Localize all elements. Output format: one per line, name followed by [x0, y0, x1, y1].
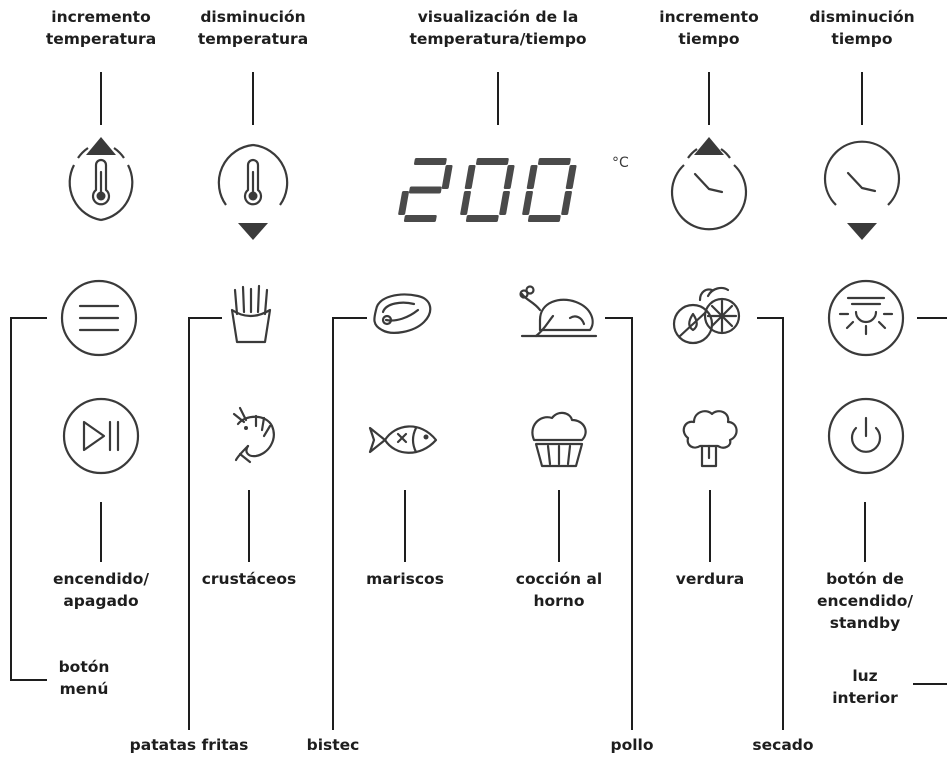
light-icon [838, 296, 894, 336]
display-segment [565, 165, 577, 189]
arrow-up-icon [694, 137, 724, 155]
label-display: visualización de la temperatura/tiempo [409, 8, 587, 48]
temperature-down-button[interactable] [217, 143, 289, 240]
fries-icon [230, 284, 272, 344]
callout-lines [10, 72, 947, 730]
broccoli-icon [682, 410, 738, 468]
display-segment [522, 191, 533, 215]
clock-icon [846, 171, 877, 193]
power-icon [850, 416, 882, 453]
display-segment [527, 215, 561, 222]
display-segment [465, 215, 499, 222]
callout-line-fries [188, 317, 222, 730]
display-segment [526, 165, 538, 189]
muffin-icon [531, 411, 587, 468]
label-fish: mariscos [366, 570, 444, 588]
fish-icon [368, 425, 438, 454]
label-time-down: disminución tiempo [809, 8, 915, 48]
label-power: encendido/ apagado [52, 570, 150, 610]
arrow-down-icon [847, 223, 877, 240]
display-segment [414, 158, 447, 165]
display-segment [561, 191, 572, 215]
display-segment [408, 186, 442, 194]
arrow-up-icon [86, 137, 116, 155]
display-segment [503, 165, 515, 189]
display-segment [464, 165, 476, 189]
label-veg: verdura [675, 570, 745, 588]
fries-button[interactable] [230, 284, 272, 344]
time-up-button[interactable] [670, 137, 748, 231]
display-segment [476, 158, 509, 165]
callout-line-steak [332, 317, 367, 730]
steak-button[interactable] [373, 293, 432, 334]
chicken-icon [519, 285, 598, 338]
label-temp-up: incremento temperatura [45, 8, 157, 48]
callout-line-dry [757, 317, 784, 730]
label-dry: secado [752, 736, 814, 754]
bake-button[interactable] [531, 411, 587, 468]
label-menu: botón menú [58, 658, 110, 698]
display-segment [403, 215, 437, 222]
menu-icon [78, 304, 120, 332]
display-segment [441, 165, 453, 189]
label-standby: botón de encendido/ standby [816, 570, 914, 632]
play-pause-button[interactable] [62, 397, 140, 475]
temperature-display [398, 158, 577, 222]
dry-button[interactable] [672, 286, 741, 345]
thermometer-icon [243, 158, 263, 206]
fish-button[interactable] [368, 425, 438, 454]
menu-button[interactable] [60, 279, 138, 357]
label-fries: patatas fritas [129, 736, 249, 754]
time-down-button[interactable] [823, 140, 901, 240]
display-digit [398, 158, 453, 222]
display-segment [398, 191, 409, 215]
label-time-up: incremento tiempo [659, 8, 759, 48]
display-digit [460, 158, 515, 222]
display-segment [499, 191, 510, 215]
thermometer-icon [91, 158, 111, 206]
standby-button[interactable] [827, 397, 905, 475]
vegetable-button[interactable] [682, 410, 738, 468]
play-pause-icon [82, 420, 120, 452]
display-segment [538, 158, 571, 165]
arrow-down-icon [238, 223, 268, 240]
temperature-up-button[interactable] [68, 137, 134, 222]
shrimp-icon [232, 406, 275, 464]
label-steak: bistec [306, 736, 360, 754]
label-chicken: pollo [610, 736, 654, 754]
label-light: luz interior [832, 667, 898, 707]
label-bake: cocción al horno [515, 570, 603, 610]
callout-line-menu [10, 317, 47, 681]
display-digit [522, 158, 577, 222]
display-segment [460, 191, 471, 215]
chicken-button[interactable] [519, 285, 598, 338]
light-button[interactable] [827, 279, 905, 357]
steak-icon [373, 293, 432, 334]
clock-icon [693, 172, 724, 194]
label-shrimp: crustáceos [201, 570, 297, 588]
callout-line-chicken [605, 317, 633, 730]
fruit-slice-icon [672, 286, 741, 345]
shrimp-button[interactable] [232, 406, 275, 464]
label-temp-down: disminución temperatura [197, 8, 309, 48]
unit-label: °C [612, 155, 629, 171]
